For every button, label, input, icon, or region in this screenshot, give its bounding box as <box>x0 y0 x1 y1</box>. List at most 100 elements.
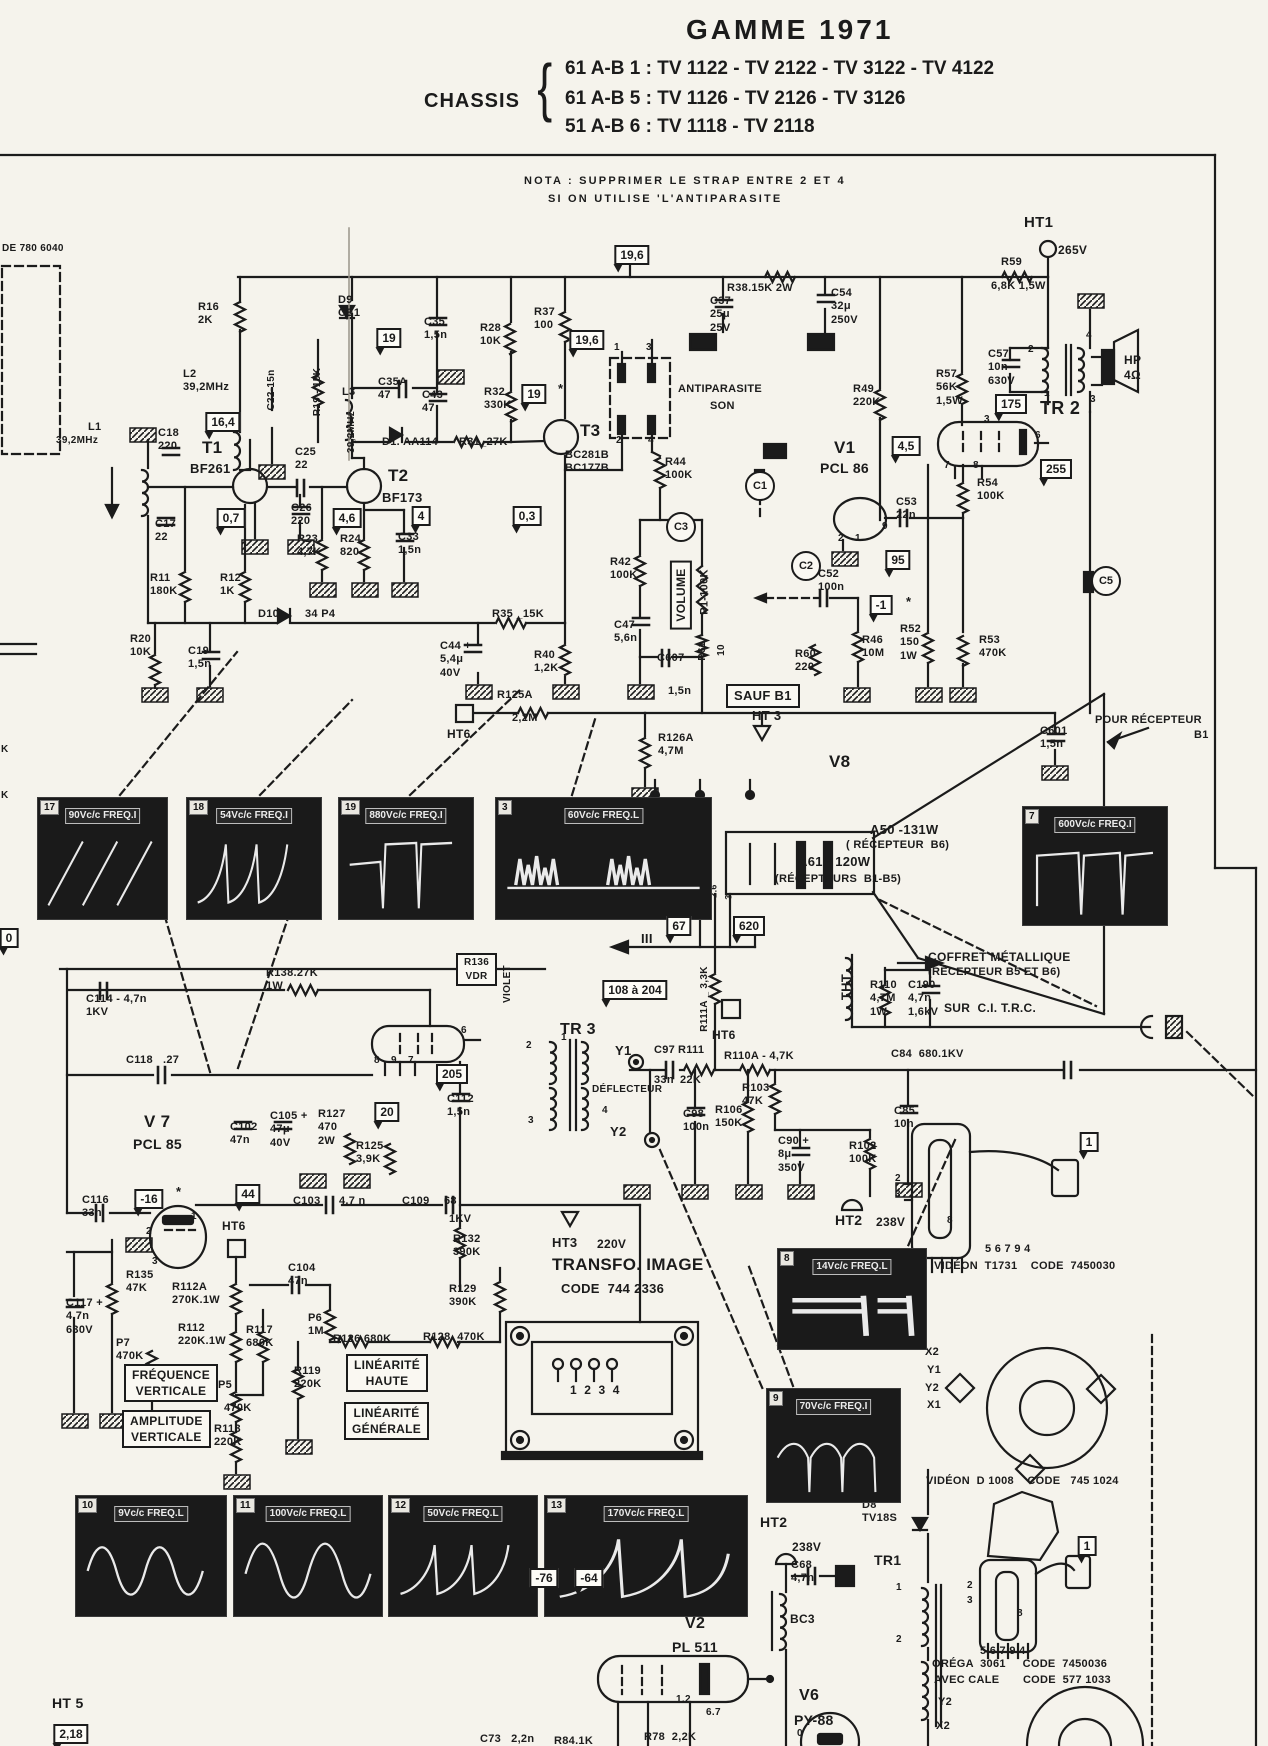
schematic-label: (RÉCEPTEURS B1-B5) <box>775 873 902 885</box>
schematic-label: L2 39,2MHz <box>183 368 230 394</box>
schematic-label: L3 <box>342 386 356 398</box>
schematic-label: HT2 <box>760 1514 788 1530</box>
schematic-label: C35 1,5n <box>424 316 448 342</box>
circled-ref-c2: C2 <box>791 551 821 581</box>
schematic-label: D1. AA114 <box>382 436 439 448</box>
schematic-label: 2 <box>896 1634 902 1645</box>
schematic-label: AMPLITUDE VERTICALE <box>122 1410 211 1449</box>
schematic-label: X2 <box>936 1720 951 1732</box>
schematic-label: D8 TV18S <box>862 1499 898 1525</box>
schematic-label: R42 100K <box>610 556 638 582</box>
schematic-label: 1 <box>614 342 620 353</box>
oscillogram-caption: 70Vc/c FREQ.I <box>795 1399 872 1415</box>
schematic-label: R103 47K <box>742 1082 770 1108</box>
schematic-label: V1 <box>834 438 856 457</box>
circled-ref-c5: C5 <box>1091 566 1121 596</box>
schematic-label: 3 <box>895 1189 901 1200</box>
schematic-label: R126.680K <box>333 1333 392 1345</box>
schematic-label: V6 <box>799 1687 820 1704</box>
schematic-label: T2 <box>388 466 409 485</box>
schematic-label: TR 3 <box>560 1021 596 1038</box>
test-point-value: -76 <box>529 1568 559 1588</box>
schematic-label: ORÉGA 3061 CODE 7450036 <box>932 1658 1108 1670</box>
schematic-label: C103 <box>293 1195 321 1207</box>
oscillogram-trace <box>197 844 289 904</box>
schematic-label: 1 <box>855 533 861 544</box>
schematic-label: R32 330K <box>484 386 512 412</box>
schematic-label: 8 <box>947 1215 953 1226</box>
schematic-label: C73 2,2n <box>480 1733 535 1745</box>
schematic-label: P7 470K <box>116 1337 144 1363</box>
schematic-label: 2 <box>895 1173 901 1184</box>
schematic-label: C25 22 <box>295 446 317 472</box>
schematic-label: Y1 <box>615 1043 632 1058</box>
oscillogram-number: 9 <box>769 1391 783 1406</box>
schematic-label: C112 1,5n <box>447 1093 474 1119</box>
schematic-label: R12 1K <box>220 572 242 598</box>
schematic-label: 9 <box>391 1055 397 1066</box>
oscillogram-trace <box>244 1542 372 1599</box>
nota-line: NOTA : SUPPRIMER LE STRAP ENTRE 2 ET 4 <box>524 175 846 187</box>
schematic-label: ( RÉCEPTEUR B6) <box>846 839 950 851</box>
schematic-label: T1 <box>202 438 223 457</box>
schematic-label: HP 4Ω <box>1124 353 1142 382</box>
schematic-label: C54 32μ 250V <box>831 287 858 326</box>
schematic-label: 8 <box>374 1055 380 1066</box>
oscillogram-caption: 54Vc/c FREQ.I <box>216 808 292 824</box>
schematic-label: 8 <box>1017 1608 1023 1619</box>
schematic-label: 1KV <box>449 1213 472 1225</box>
schematic-label: 2 <box>967 1580 973 1591</box>
schematic-label: PY-88 <box>794 1712 834 1728</box>
schematic-label: T3 <box>580 421 601 440</box>
schematic-label: P1-100K <box>698 569 711 615</box>
schematic-label: 1 <box>561 1032 567 1043</box>
schematic-label: B1 <box>1194 729 1209 741</box>
test-point-value: 19,6 <box>569 330 605 350</box>
schematic-label: R57 56K 1,5W <box>936 368 963 407</box>
page-title: GAMME 1971 <box>686 14 894 45</box>
schematic-label: 1,5n <box>668 685 692 697</box>
schematic-label: 4,7 n <box>339 1195 366 1207</box>
chassis-brace: { <box>537 51 553 123</box>
schematic-label: R28 10K <box>480 322 502 348</box>
schematic-label: 2 <box>838 533 844 544</box>
schematic-label: R132 390K <box>453 1233 481 1259</box>
schematic-label: R16 2K <box>198 301 220 327</box>
schematic-label: 2 <box>616 435 622 446</box>
schematic-label: R125A <box>497 689 533 701</box>
oscillogram-number: 10 <box>78 1498 98 1513</box>
schematic-label: 39,2MHz <box>56 435 99 446</box>
schematic-label: C44 + 5,4μ 40V <box>440 640 472 679</box>
oscillogram-caption: 170Vc/c FREQ.L <box>603 1506 689 1522</box>
schematic-label: LINÉARITÉ HAUTE <box>346 1354 429 1393</box>
schematic-label: C33 1,5n <box>398 531 422 557</box>
oscillogram-trace <box>47 840 153 907</box>
oscillogram-number: 17 <box>40 800 60 815</box>
schematic-label: BF173 <box>382 490 423 505</box>
schematic-label: R127 470 2W <box>318 1108 346 1147</box>
test-point-value: 67 <box>666 916 692 936</box>
schematic-label: 2 <box>1028 344 1034 355</box>
schematic-label: P5 <box>218 1379 233 1391</box>
schematic-label: * <box>558 381 564 396</box>
schematic-label: 0 <box>797 1728 803 1739</box>
schematic-label: 1 <box>191 1211 197 1222</box>
schematic-label: HT 5 <box>52 1695 84 1711</box>
schematic-label: 6.7 <box>706 1707 721 1718</box>
schematic-label: 4 <box>602 1105 608 1116</box>
schematic-label: TRANSFO. IMAGE <box>552 1255 704 1274</box>
schematic-label: HT1 <box>1024 214 1054 231</box>
schematic-label: 3 <box>984 414 990 425</box>
schematic-label: HT 3 <box>752 708 782 723</box>
schematic-label: 39,2MHz <box>346 410 357 454</box>
schematic-label: C109 <box>402 1195 430 1207</box>
schematic-label: Y1 <box>927 1364 942 1376</box>
schematic-label: HT6 <box>222 1219 246 1233</box>
schematic-label: R31_27K <box>459 436 508 448</box>
schematic-label: COFFRET MÉTALLIQUE <box>928 950 1071 964</box>
schematic-label: 2 <box>146 1226 152 1237</box>
oscillogram-caption: 9Vc/c FREQ.L <box>114 1506 188 1522</box>
test-point-value: 1 <box>1079 1132 1099 1152</box>
